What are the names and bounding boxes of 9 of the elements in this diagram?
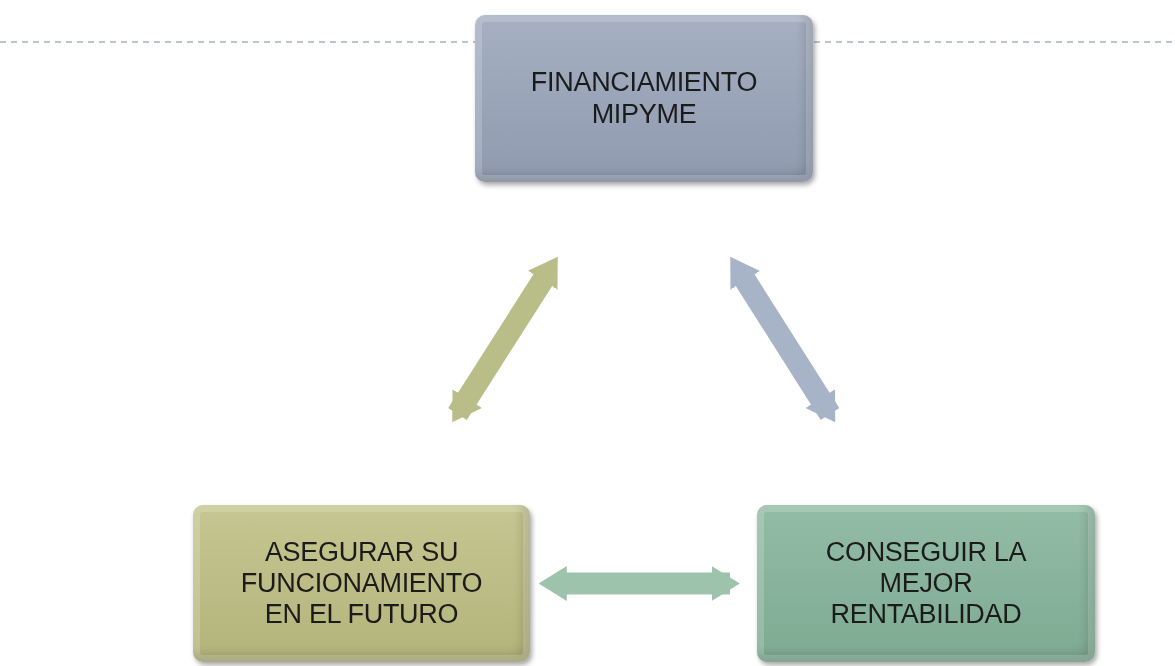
box-label: CONSEGUIR LA MEJOR RENTABILIDAD [824,536,1028,631]
process-box [757,505,1095,662]
double-arrow [538,566,740,601]
box-label: FINANCIAMIENTO MIPYME [529,67,759,130]
double-arrow [730,256,840,423]
process-box [475,15,813,182]
double-arrow [448,256,558,423]
process-box [193,505,530,662]
box-label: ASEGURAR SU FUNCIONAMIENTO EN EL FUTURO [239,536,484,631]
